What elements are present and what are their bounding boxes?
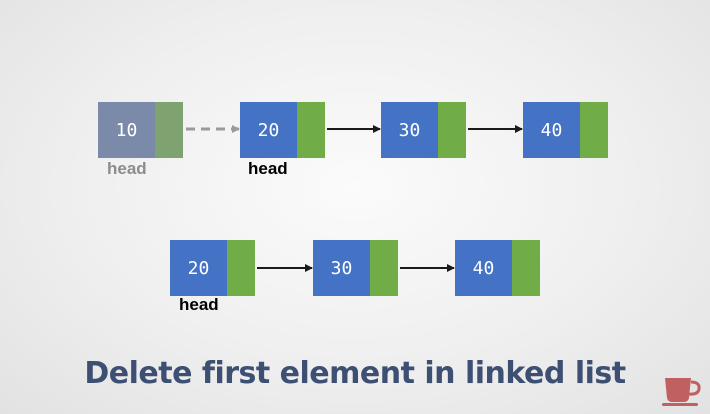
before-node-1: 20 <box>240 102 325 158</box>
node-value: 20 <box>240 102 297 158</box>
node-value: 20 <box>170 240 227 296</box>
node-pointer <box>438 102 466 158</box>
node-pointer <box>512 240 540 296</box>
diagram-title: Delete first element in linked list <box>84 356 626 391</box>
new-head-label: head <box>248 159 288 178</box>
node-pointer <box>155 102 183 158</box>
node-value: 40 <box>523 102 580 158</box>
node-pointer <box>227 240 255 296</box>
old-head-label: head <box>107 159 147 178</box>
node-value: 30 <box>381 102 438 158</box>
after-node-2: 30 <box>313 240 398 296</box>
after-node-1: 20 <box>170 240 255 296</box>
node-value: 40 <box>455 240 512 296</box>
node-pointer <box>370 240 398 296</box>
before-node-2: 30 <box>381 102 466 158</box>
removed-node: 10 <box>98 102 183 158</box>
coffee-cup-icon <box>662 378 701 406</box>
after-node-3: 40 <box>455 240 540 296</box>
node-pointer <box>580 102 608 158</box>
after-head-label: head <box>179 295 219 314</box>
node-value: 10 <box>98 102 155 158</box>
node-value: 30 <box>313 240 370 296</box>
before-node-3: 40 <box>523 102 608 158</box>
node-pointer <box>297 102 325 158</box>
